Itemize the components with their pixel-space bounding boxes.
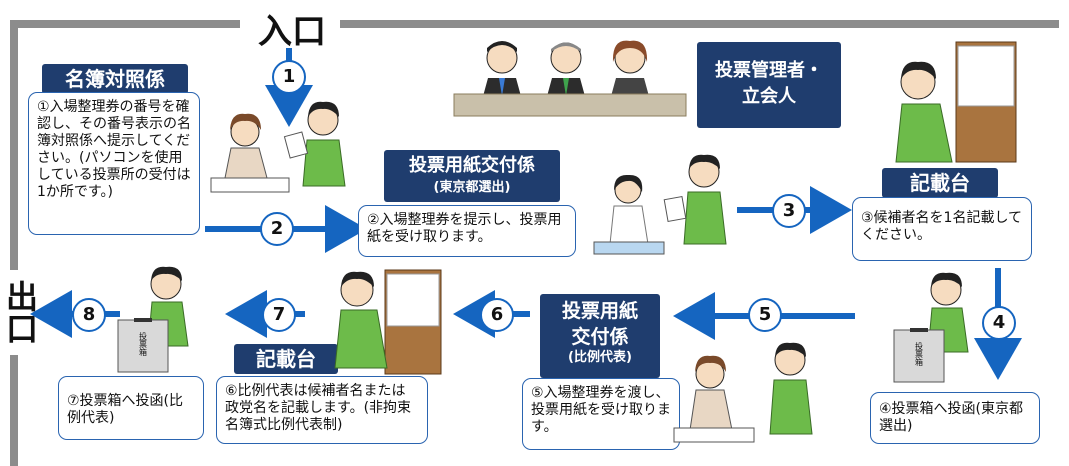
booth-2-voter	[334, 271, 388, 369]
register-voter	[283, 101, 346, 187]
tokyo-ballot-box-label: 投票箱	[915, 341, 924, 367]
ballot-issue-pr-title: 投票用紙交付係	[561, 300, 638, 348]
register-check-description: ①入場整理券の番号を確認し、その番号表示の名簿対照係へ提示してください。(パソコ…	[28, 92, 200, 235]
writing-booth-2-illustration	[334, 269, 442, 375]
wall-left-lower	[10, 355, 18, 466]
supervisor-illustration	[453, 40, 687, 117]
ballot-box-tokyo-illustration: 投票箱	[893, 272, 969, 383]
writing-desk-2-title: 記載台	[234, 344, 338, 374]
entrance-label: 入口	[252, 4, 332, 53]
ballot-issue-tokyo-illustration	[593, 154, 727, 255]
writing-desk-1-title: 記載台	[882, 168, 998, 198]
tokyo-ballot-box: 投票箱	[893, 328, 945, 383]
ballot-issue-pr-illustration	[673, 342, 813, 443]
ballot-box-pr-description: ⑦投票箱へ投函(比例代表)	[58, 376, 204, 440]
supervisor-title: 投票管理者・立会人	[697, 42, 841, 128]
ballot-issue-pr-label: 投票用紙交付係 (比例代表)	[540, 294, 660, 378]
supervisor-person-1	[482, 41, 522, 100]
ballot-box-tokyo-description: ④投票箱へ投函(東京都選出)	[870, 392, 1040, 444]
pr-issue-voter	[769, 342, 813, 435]
register-check-title: 名簿対照係	[42, 64, 188, 94]
ballot-issue-pr-subtitle: (比例代表)	[568, 350, 632, 365]
wall-top-right	[340, 20, 1059, 28]
writing-desk-2-description: ⑥比例代表は候補者名または政党名を記載します。(非拘束名簿式比例代表制)	[216, 376, 428, 444]
ballot-issue-tokyo-title: 投票用紙交付係	[409, 155, 535, 176]
writing-desk-1-description: ③候補者名を1名記載してください。	[852, 197, 1032, 261]
pr-issue-clerk	[673, 355, 755, 443]
supervisor-person-3	[610, 40, 650, 100]
ballot-issue-pr-description: ⑤入場整理券を渡し、投票用紙を受け取ります。	[522, 378, 680, 450]
supervisor-person-2	[546, 42, 586, 100]
step-number-4: 4	[982, 306, 1016, 340]
step-number-3: 3	[772, 194, 806, 228]
step-number-2: 2	[260, 212, 294, 246]
tokyo-issue-voter	[663, 154, 727, 245]
supervisor-table	[453, 93, 687, 117]
step-number-7: 7	[262, 298, 296, 332]
step-number-1: 1	[272, 60, 306, 94]
wall-left-upper	[10, 20, 18, 270]
writing-booth-1-illustration	[895, 41, 1017, 163]
pr-ballot-box: 投票箱	[117, 318, 169, 373]
tokyo-issue-clerk	[593, 174, 665, 255]
ballot-issue-tokyo-subtitle: (東京都選出)	[433, 180, 511, 195]
ballot-box-pr-illustration: 投票箱	[117, 266, 189, 373]
step-number-6: 6	[480, 298, 514, 332]
ballot-issue-tokyo-description: ②入場整理券を提示し、投票用紙を受け取ります。	[358, 205, 576, 257]
wall-top-left	[10, 20, 240, 28]
register-check-illustration	[210, 101, 346, 193]
step-number-8: 8	[72, 298, 106, 332]
pr-ballot-box-label: 投票箱	[139, 331, 148, 357]
register-clerk	[210, 113, 290, 193]
booth-1-voter	[895, 61, 953, 163]
ballot-issue-tokyo-label: 投票用紙交付係 (東京都選出)	[384, 150, 560, 202]
step-number-5: 5	[748, 298, 782, 332]
